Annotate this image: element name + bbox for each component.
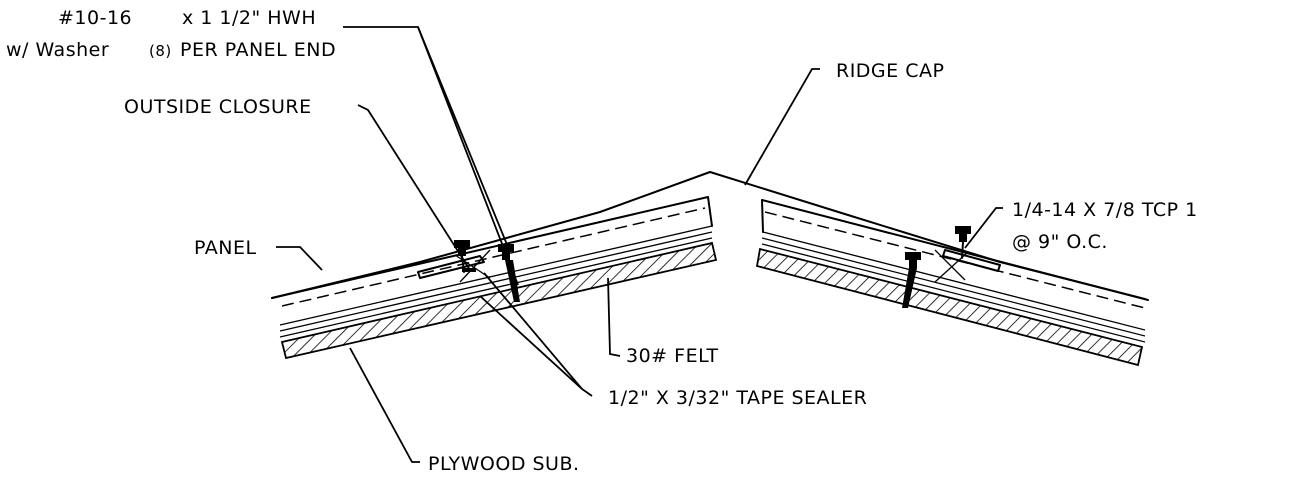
right-panel	[761, 199, 1149, 331]
tape-sealer-label: 1/2" X 3/32" TAPE SEALER	[608, 387, 867, 409]
left-plywood-substrate	[280, 241, 718, 360]
right-roof-slope	[755, 199, 1149, 367]
felt-leader	[607, 277, 621, 357]
screw-label-line1-a: #10-16	[58, 7, 132, 29]
tcp-leader	[964, 207, 1003, 249]
ridge-cap-leader	[744, 68, 820, 186]
screw-label-line2-a: w/ Washer	[6, 39, 109, 61]
right-felt-layers	[761, 237, 1146, 343]
plywood-label: PLYWOOD SUB.	[428, 453, 580, 475]
screw-leader	[343, 26, 511, 253]
screw-label-line2-c: PER PANEL END	[180, 39, 336, 61]
tcp-label-line1: 1/4-14 X 7/8 TCP 1	[1012, 199, 1198, 221]
left-outside-closure	[417, 249, 491, 283]
tcp-label-line2: @ 9" O.C.	[1012, 231, 1108, 253]
panel-leader	[276, 246, 323, 271]
ridge-cap-label: RIDGE CAP	[836, 60, 944, 82]
outside-closure-leader	[357, 104, 471, 271]
leader-lines	[276, 26, 1003, 463]
screw-label-line2-b: (8)	[149, 42, 172, 60]
right-outside-closure	[934, 249, 1001, 283]
left-felt-layers	[279, 231, 713, 338]
panel-label: PANEL	[194, 237, 257, 259]
right-tcp-screw-upper	[955, 226, 971, 259]
right-tcp-screw-lower	[902, 252, 921, 308]
plywood-leader	[349, 347, 420, 463]
outside-closure-label: OUTSIDE CLOSURE	[124, 96, 312, 118]
felt-label: 30# FELT	[626, 345, 719, 367]
screw-label-line1-b: x 1 1/2" HWH	[182, 7, 316, 29]
right-plywood-substrate	[755, 247, 1144, 367]
left-panel	[271, 196, 713, 326]
callouts: #10-16 x 1 1/2" HWH w/ Washer (8) PER PA…	[6, 7, 1198, 475]
